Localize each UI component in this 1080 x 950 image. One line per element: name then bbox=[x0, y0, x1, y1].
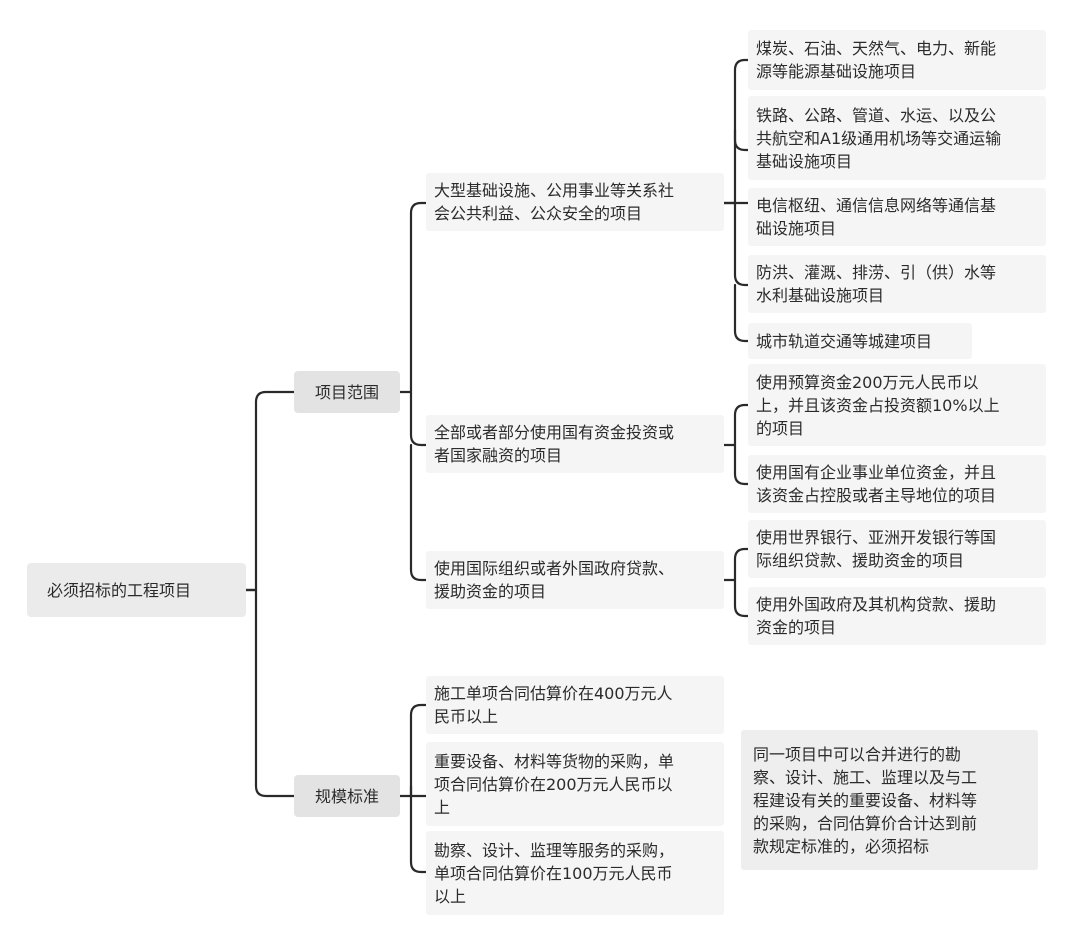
leaf-label: 使用外国政府及其机构贷款、援助 资金的项目 bbox=[756, 595, 997, 637]
leaf-label: 防洪、灌溉、排涝、引（供）水等 水利基础设施项目 bbox=[756, 263, 997, 305]
root-node[interactable]: 必须招标的工程项目 bbox=[27, 563, 246, 617]
connector-root-to-scale bbox=[244, 588, 296, 798]
subtopic-state-funded[interactable]: 全部或者部分使用国有资金投资或 者国家融资的项目 bbox=[426, 415, 724, 473]
subtopic-label: 使用国际组织或者外国政府贷款、 援助资金的项目 bbox=[434, 559, 675, 601]
subtopic-goods-threshold[interactable]: 重要设备、材料等货物的采购，单 项合同估算价在200万元人民币以 上 bbox=[426, 742, 724, 826]
note-combined-procurement[interactable]: 同一项目中可以合并进行的勘 察、设计、施工、监理以及与工 程建设有关的重要设备、… bbox=[741, 730, 1038, 870]
connector-scope-to-intlloan bbox=[409, 443, 428, 582]
subtopic-label: 全部或者部分使用国有资金投资或 者国家融资的项目 bbox=[434, 423, 675, 465]
leaf-urban-construction[interactable]: 城市轨道交通等城建项目 bbox=[748, 323, 972, 359]
topic-scope-label: 项目范围 bbox=[314, 382, 379, 402]
leaf-world-bank-loans[interactable]: 使用世界银行、亚洲开发银行等国 际组织贷款、援助资金的项目 bbox=[748, 520, 1046, 578]
connector-root-to-scope bbox=[244, 390, 296, 592]
connector-statefund-to-budget bbox=[722, 403, 750, 447]
subtopic-label: 大型基础设施、公用事业等关系社 会公共利益、公众安全的项目 bbox=[434, 181, 675, 223]
connector-scale-to-goods bbox=[409, 784, 428, 798]
leaf-transport-infrastructure[interactable]: 铁路、公路、管道、水运、以及公 共航空和A1级通用机场等交通运输 基础设施项目 bbox=[748, 96, 1046, 180]
leaf-label: 使用世界银行、亚洲开发银行等国 际组织贷款、援助资金的项目 bbox=[756, 528, 997, 570]
subtopic-international-loans[interactable]: 使用国际组织或者外国政府贷款、 援助资金的项目 bbox=[426, 551, 724, 609]
leaf-energy-infrastructure[interactable]: 煤炭、石油、天然气、电力、新能 源等能源基础设施项目 bbox=[748, 30, 1046, 90]
leaf-label: 煤炭、石油、天然气、电力、新能 源等能源基础设施项目 bbox=[756, 39, 997, 81]
subtopic-public-infrastructure[interactable]: 大型基础设施、公用事业等关系社 会公共利益、公众安全的项目 bbox=[426, 173, 724, 231]
leaf-label: 电信枢纽、通信信息网络等通信基 础设施项目 bbox=[756, 196, 997, 238]
leaf-state-enterprise-funds[interactable]: 使用国有企业事业单位资金，并且 该资金占控股或者主导地位的项目 bbox=[748, 455, 1046, 513]
connector-scope-to-infra bbox=[398, 201, 428, 394]
connector-infra-to-water bbox=[733, 201, 750, 287]
subtopic-services-threshold[interactable]: 勘察、设计、监理等服务的采购， 单项合同估算价在100万元人民币 以上 bbox=[426, 831, 724, 915]
note-text: 同一项目中可以合并进行的勘 察、设计、施工、监理以及与工 程建设有关的重要设备、… bbox=[753, 744, 978, 856]
leaf-label: 城市轨道交通等城建项目 bbox=[756, 331, 933, 351]
connector-scope-to-statefund bbox=[409, 390, 428, 447]
leaf-budget-funds[interactable]: 使用预算资金200万元人民币以 上，并且该资金占投资额10%以上 的项目 bbox=[748, 364, 1046, 446]
connector-infra-to-transport bbox=[733, 128, 750, 152]
connector-statefund-to-soe bbox=[733, 443, 750, 486]
leaf-telecom-infrastructure[interactable]: 电信枢纽、通信信息网络等通信基 础设施项目 bbox=[748, 188, 1046, 246]
connector-scale-to-construction bbox=[398, 703, 428, 798]
connector-scale-to-services bbox=[409, 794, 428, 874]
connector-intlloan-to-worldbank bbox=[722, 547, 750, 582]
leaf-label: 铁路、公路、管道、水运、以及公 共航空和A1级通用机场等交通运输 基础设施项目 bbox=[756, 105, 1002, 171]
leaf-label: 使用国有企业事业单位资金，并且 该资金占控股或者主导地位的项目 bbox=[756, 463, 997, 505]
leaf-water-infrastructure[interactable]: 防洪、灌溉、排涝、引（供）水等 水利基础设施项目 bbox=[748, 255, 1046, 313]
subtopic-label: 勘察、设计、监理等服务的采购， 单项合同估算价在100万元人民币 以上 bbox=[434, 840, 675, 906]
topic-scope[interactable]: 项目范围 bbox=[294, 371, 400, 413]
leaf-foreign-government-loans[interactable]: 使用外国政府及其机构贷款、援助 资金的项目 bbox=[748, 587, 1046, 645]
connector-infra-to-urban bbox=[733, 283, 750, 343]
leaf-label: 使用预算资金200万元人民币以 上，并且该资金占投资额10%以上 的项目 bbox=[756, 372, 1000, 438]
topic-scale-label: 规模标准 bbox=[314, 786, 379, 806]
subtopic-construction-threshold[interactable]: 施工单项合同估算价在400万元人 民币以上 bbox=[426, 676, 724, 734]
topic-scale[interactable]: 规模标准 bbox=[294, 775, 400, 817]
connector-intlloan-to-foreigngov bbox=[733, 578, 750, 618]
root-label: 必须招标的工程项目 bbox=[47, 580, 192, 600]
subtopic-label: 重要设备、材料等货物的采购，单 项合同估算价在200万元人民币以 上 bbox=[434, 751, 675, 817]
connector-infra-to-energy bbox=[722, 58, 750, 205]
subtopic-label: 施工单项合同估算价在400万元人 民币以上 bbox=[434, 684, 673, 726]
